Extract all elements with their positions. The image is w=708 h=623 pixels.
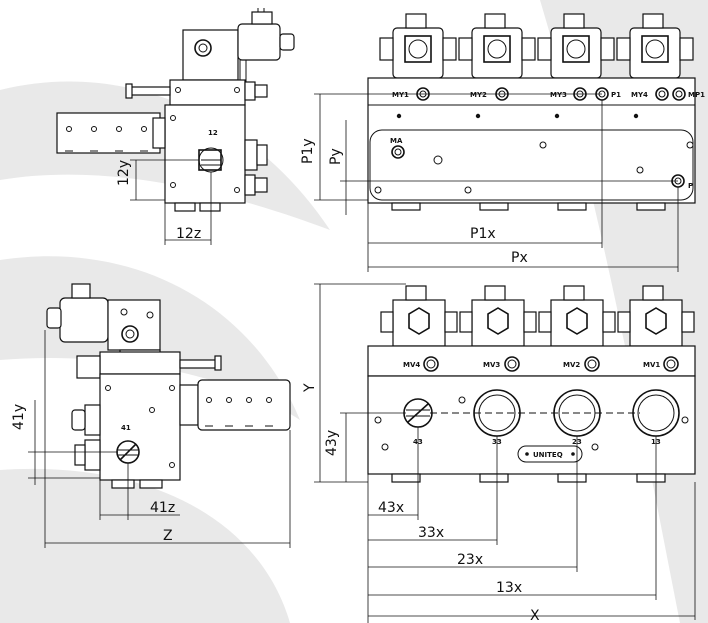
dim-p1y: P1y [300,138,316,164]
dim-x: X [530,608,540,623]
top-solenoids [379,13,694,79]
coil-bolt [194,39,212,57]
dim-p1x: P1x [470,226,496,242]
front-view: MV4 MV3 MV2 MV1 43 33 23 13 UNITEQ [302,283,696,623]
left-stub [129,86,171,96]
port-my2-label: MY2 [470,91,487,99]
port-my3-label: MY3 [550,91,567,99]
port-mv4-label: MV4 [403,361,420,369]
brand-plate [517,445,583,463]
port-my1-label: MY1 [392,91,409,99]
coil-block [182,29,239,81]
side-view-top: 12 12y 12z [56,8,295,245]
dim-33x: 33x [418,525,444,541]
brand-label: UNITEQ [533,451,563,459]
port-ma-label: MA [390,137,403,145]
lower-main-block [99,373,181,481]
inner-channel [369,129,694,201]
coil-body-lower [59,297,109,343]
front-solenoids [380,285,695,347]
dim-41z: 41z [150,500,175,516]
front-manifold-lower [367,375,696,475]
valve-upper-block [169,79,246,106]
dim-12z: 12z [176,226,201,242]
dim-z: Z [163,528,173,544]
port-my4-label: MY4 [631,91,648,99]
port-mv3-label: MV3 [483,361,500,369]
dim-px: Px [511,250,528,266]
dim-12y: 12y [116,160,132,186]
accumulator [56,112,161,154]
port-41-label: 41 [121,424,131,432]
port-p-label: P [688,182,693,190]
dim-y: Y [302,383,318,393]
front-manifold-upper [367,345,696,377]
coil-block-lower [107,299,161,351]
port-mv1-label: MV1 [643,361,660,369]
valve-main-block [164,104,246,204]
dim-23x: 23x [457,552,483,568]
dim-py: Py [328,148,344,165]
port-p1-label: P1 [611,91,621,99]
accumulator-lower [197,379,291,431]
coil-body [237,23,281,61]
dim-43y: 43y [324,430,340,456]
port-12-label: 12 [208,129,218,137]
dim-43x: 43x [378,500,404,516]
side-view-bottom: 41 41y 41z Z [11,283,291,548]
port-mp1-label: MP1 [688,91,705,99]
dim-41y: 41y [11,404,27,430]
dim-13x: 13x [496,580,522,596]
top-manifold-body [367,77,696,204]
top-view: MY1 MY2 MY3 P1 MY4 MP1 MA P [300,13,705,272]
port-mv2-label: MV2 [563,361,580,369]
